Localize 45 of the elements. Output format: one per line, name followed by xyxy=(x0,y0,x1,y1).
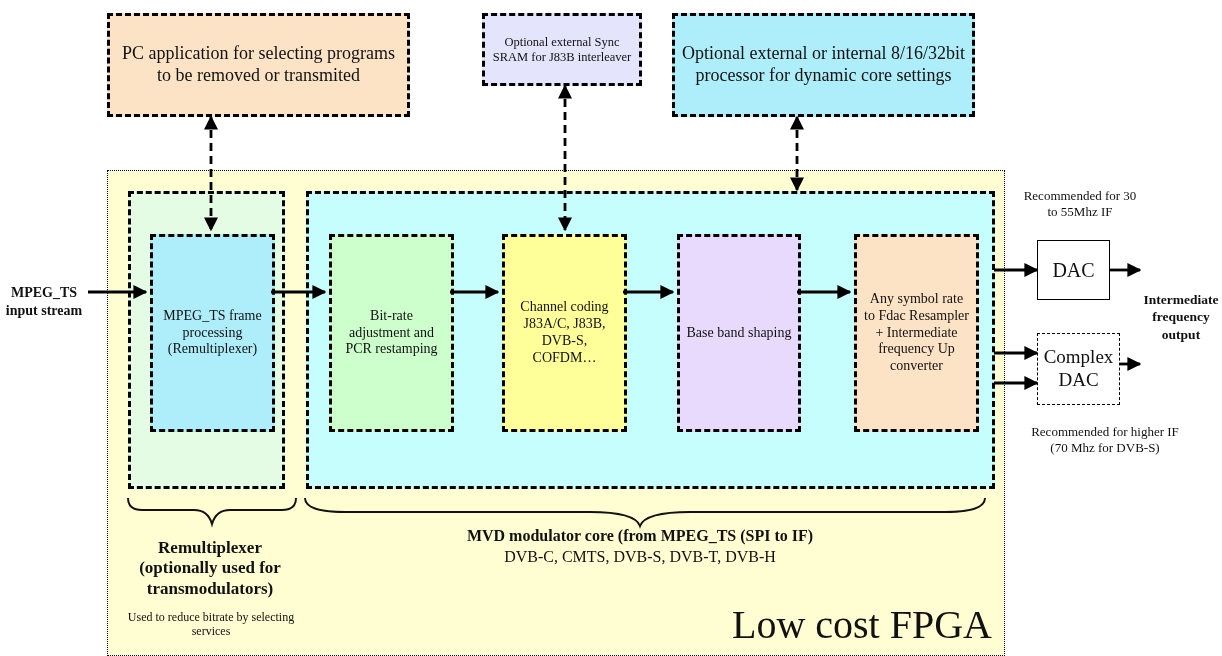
process-box xyxy=(150,234,275,432)
process-box xyxy=(502,234,627,432)
arrow xyxy=(88,285,148,299)
box-text: Optional external Sync SRAM for J83B interleaver xyxy=(491,34,633,65)
box-text: DAC xyxy=(1051,258,1096,282)
chip-title: Low cost FPGA xyxy=(731,605,992,645)
output-label: Intermediate frequency output xyxy=(1140,262,1222,372)
arrow xyxy=(797,285,852,299)
arrow xyxy=(271,285,327,299)
box-text: Base band shaping xyxy=(685,324,793,342)
memory-box xyxy=(482,13,642,86)
box-text: PC application for selecting programs to be removed or transmited xyxy=(121,43,396,87)
arrow xyxy=(994,346,1039,360)
chip-region xyxy=(107,170,1005,656)
arrow xyxy=(623,285,675,299)
note-text: Recommended for higher IF (70 Mhz for DVB-S) xyxy=(1030,424,1180,456)
arrow xyxy=(204,115,218,232)
converter-box xyxy=(1037,240,1110,300)
arrow xyxy=(994,376,1039,390)
brace-label: DVB-C, CMTS, DVB-S, DVB-T, DVB-H xyxy=(503,547,777,567)
box-text: Channel coding J83A/C, J83B, DVB-S, COFDM… xyxy=(519,299,610,367)
application-box xyxy=(107,13,410,117)
converter-box xyxy=(1037,333,1120,405)
box-text: Complex DAC xyxy=(1042,346,1115,392)
arrow xyxy=(790,115,804,192)
group-box xyxy=(128,191,285,489)
brace-label: Remultiplexer (optionally used for transmodulators) xyxy=(138,538,282,600)
box-text: Any symbol rate to Fdac Resampler + Intermediate frequency Up converter xyxy=(863,291,970,375)
processor-box xyxy=(672,13,975,117)
process-box xyxy=(329,234,454,432)
box-text: MPEG_TS frame processing (Remultiplexer) xyxy=(162,307,263,359)
arrow xyxy=(1110,263,1142,277)
arrow xyxy=(558,84,572,232)
box-text: Optional external or internal 8/16/32bit processor for dynamic core settings xyxy=(681,43,966,87)
arrow xyxy=(450,285,500,299)
brace-label: MVD modulator core (from MPEG_TS (SPI to IF) xyxy=(465,526,815,546)
note-text: Recommended for 30 to 55Mhz IF xyxy=(1022,188,1138,220)
group-box xyxy=(306,191,995,489)
arrow xyxy=(1120,357,1142,371)
box-text: Bit-rate adjustment and PCR restamping xyxy=(344,307,439,359)
arrow xyxy=(994,263,1039,277)
note-text: Used to reduce bitrate by selecting services xyxy=(126,610,296,639)
process-box xyxy=(677,234,801,432)
process-box xyxy=(854,234,979,432)
input-label: MPEG_TS input stream xyxy=(0,284,88,321)
